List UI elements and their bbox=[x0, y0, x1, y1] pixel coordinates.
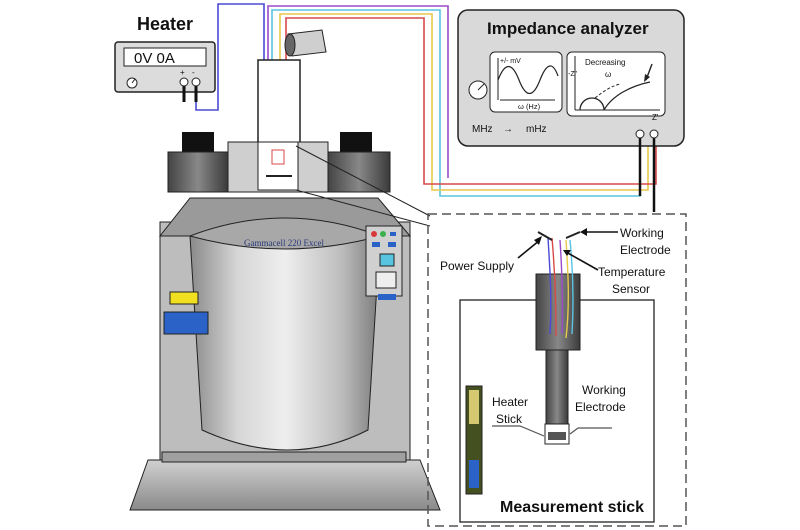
irradiator-group: Gammacell 220 Excel bbox=[129, 29, 441, 511]
heater-terminal-plus[interactable] bbox=[179, 77, 189, 87]
heater-minus-label: - bbox=[192, 68, 195, 77]
nyquist-arrowhead bbox=[644, 74, 650, 82]
power-supply-arrow bbox=[517, 239, 541, 259]
heater-plus-label: + bbox=[180, 68, 185, 77]
right-block bbox=[327, 151, 391, 193]
control-button-3[interactable] bbox=[378, 294, 396, 300]
heater-display-value: 0V 0A bbox=[134, 50, 175, 67]
detail-connector-top bbox=[295, 145, 431, 217]
freq-arrow-label: → bbox=[503, 124, 513, 135]
detail-frame bbox=[427, 213, 687, 527]
heater-stick-segment-top bbox=[469, 390, 479, 424]
power-supply-arrowhead bbox=[534, 236, 542, 245]
stick-wire-red bbox=[551, 237, 557, 337]
yellow-label bbox=[169, 291, 199, 305]
chamber-window bbox=[257, 141, 299, 191]
stick-wire-purple bbox=[559, 239, 564, 335]
heater-stick-segment-bottom bbox=[469, 460, 479, 488]
working-electrode-top-arrowhead bbox=[580, 228, 587, 236]
heater-display bbox=[123, 47, 207, 67]
working-electrode-top-label-1: Working bbox=[620, 226, 664, 240]
nyquist-x-label: Z' bbox=[652, 113, 659, 122]
stick-shaft bbox=[545, 349, 569, 425]
control-button-2[interactable] bbox=[388, 242, 396, 247]
impedance-analyzer-group: Impedance analyzer +/- mV ω (Hz) -Z'' Z'… bbox=[457, 9, 685, 212]
indicator-green bbox=[380, 231, 386, 237]
heater-stick-label-1: Heater bbox=[492, 395, 528, 409]
right-block-top bbox=[340, 132, 372, 152]
top-column bbox=[257, 59, 301, 151]
measurement-stick-title: Measurement stick bbox=[500, 499, 644, 516]
stick-electrode bbox=[548, 432, 566, 440]
working-electrode-bottom-pointer-tip bbox=[569, 427, 579, 435]
working-electrode-lead bbox=[565, 231, 581, 239]
temperature-sensor-label-1: Temperature bbox=[598, 265, 666, 279]
stick-wire-yellow bbox=[565, 239, 570, 339]
working-electrode-top-label-2: Electrode bbox=[620, 243, 671, 257]
stick-wire-cyan bbox=[569, 239, 574, 335]
control-display bbox=[379, 253, 395, 267]
heater-stick-label-2: Stick bbox=[496, 412, 523, 426]
freq-high-label: MHz bbox=[472, 124, 493, 135]
analyzer-knob-pointer bbox=[477, 83, 485, 91]
waveform-y-label: +/- mV bbox=[500, 58, 521, 65]
analyzer-title: Impedance analyzer bbox=[487, 19, 649, 38]
indicator-red bbox=[371, 231, 377, 237]
heater-title: Heater bbox=[137, 14, 193, 34]
control-screen bbox=[375, 271, 397, 289]
analyzer-terminal-2[interactable] bbox=[649, 129, 659, 139]
measurement-stick-group: Power Supply Working Electrode Temperatu… bbox=[427, 213, 687, 527]
heater-terminal-minus[interactable] bbox=[191, 77, 201, 87]
stick-wires bbox=[547, 237, 574, 339]
heater-knob-pointer bbox=[131, 78, 136, 84]
detail-connector-bottom bbox=[295, 189, 431, 227]
nyquist-tail bbox=[603, 81, 651, 111]
left-block-top bbox=[182, 132, 214, 152]
nyquist-semicircle bbox=[579, 97, 605, 111]
nyquist-dashed bbox=[594, 83, 621, 99]
analyzer-terminal-1[interactable] bbox=[635, 129, 645, 139]
drum bbox=[189, 235, 381, 451]
nyquist-panel bbox=[566, 51, 666, 117]
working-electrode-bottom-label-1: Working bbox=[582, 383, 626, 397]
nyquist-omega-label: ω bbox=[605, 70, 611, 79]
nyquist-decreasing-label: Decreasing bbox=[585, 58, 625, 67]
power-supply-lead bbox=[537, 231, 553, 241]
cabinet-base bbox=[129, 459, 441, 511]
irradiator-brand: Gammacell 220 Excel bbox=[244, 238, 324, 248]
control-button-1[interactable] bbox=[372, 242, 380, 247]
stick-wire-blue bbox=[547, 237, 552, 335]
waveform-curve bbox=[497, 65, 559, 95]
waveform-x-label: ω (Hz) bbox=[518, 102, 541, 111]
working-electrode-bottom-label-2: Electrode bbox=[575, 400, 626, 414]
temperature-sensor-arrowhead bbox=[563, 250, 571, 256]
indicator-blue bbox=[390, 232, 396, 236]
base-plinth bbox=[161, 451, 407, 463]
temperature-sensor-arrow bbox=[565, 251, 599, 271]
blue-screen bbox=[163, 311, 209, 335]
temperature-sensor-label-2: Sensor bbox=[612, 282, 650, 296]
power-supply-label: Power Supply bbox=[440, 259, 514, 273]
wire-yellow bbox=[279, 13, 649, 191]
nyquist-y-label: -Z'' bbox=[568, 71, 577, 78]
left-block bbox=[167, 151, 229, 193]
top-cap-end bbox=[284, 33, 296, 57]
heater-group: Heater 0V 0A + - bbox=[114, 14, 216, 102]
heater-stick-pointer bbox=[492, 425, 545, 437]
chamber-sample bbox=[271, 149, 285, 165]
freq-low-label: mHz bbox=[526, 124, 547, 135]
